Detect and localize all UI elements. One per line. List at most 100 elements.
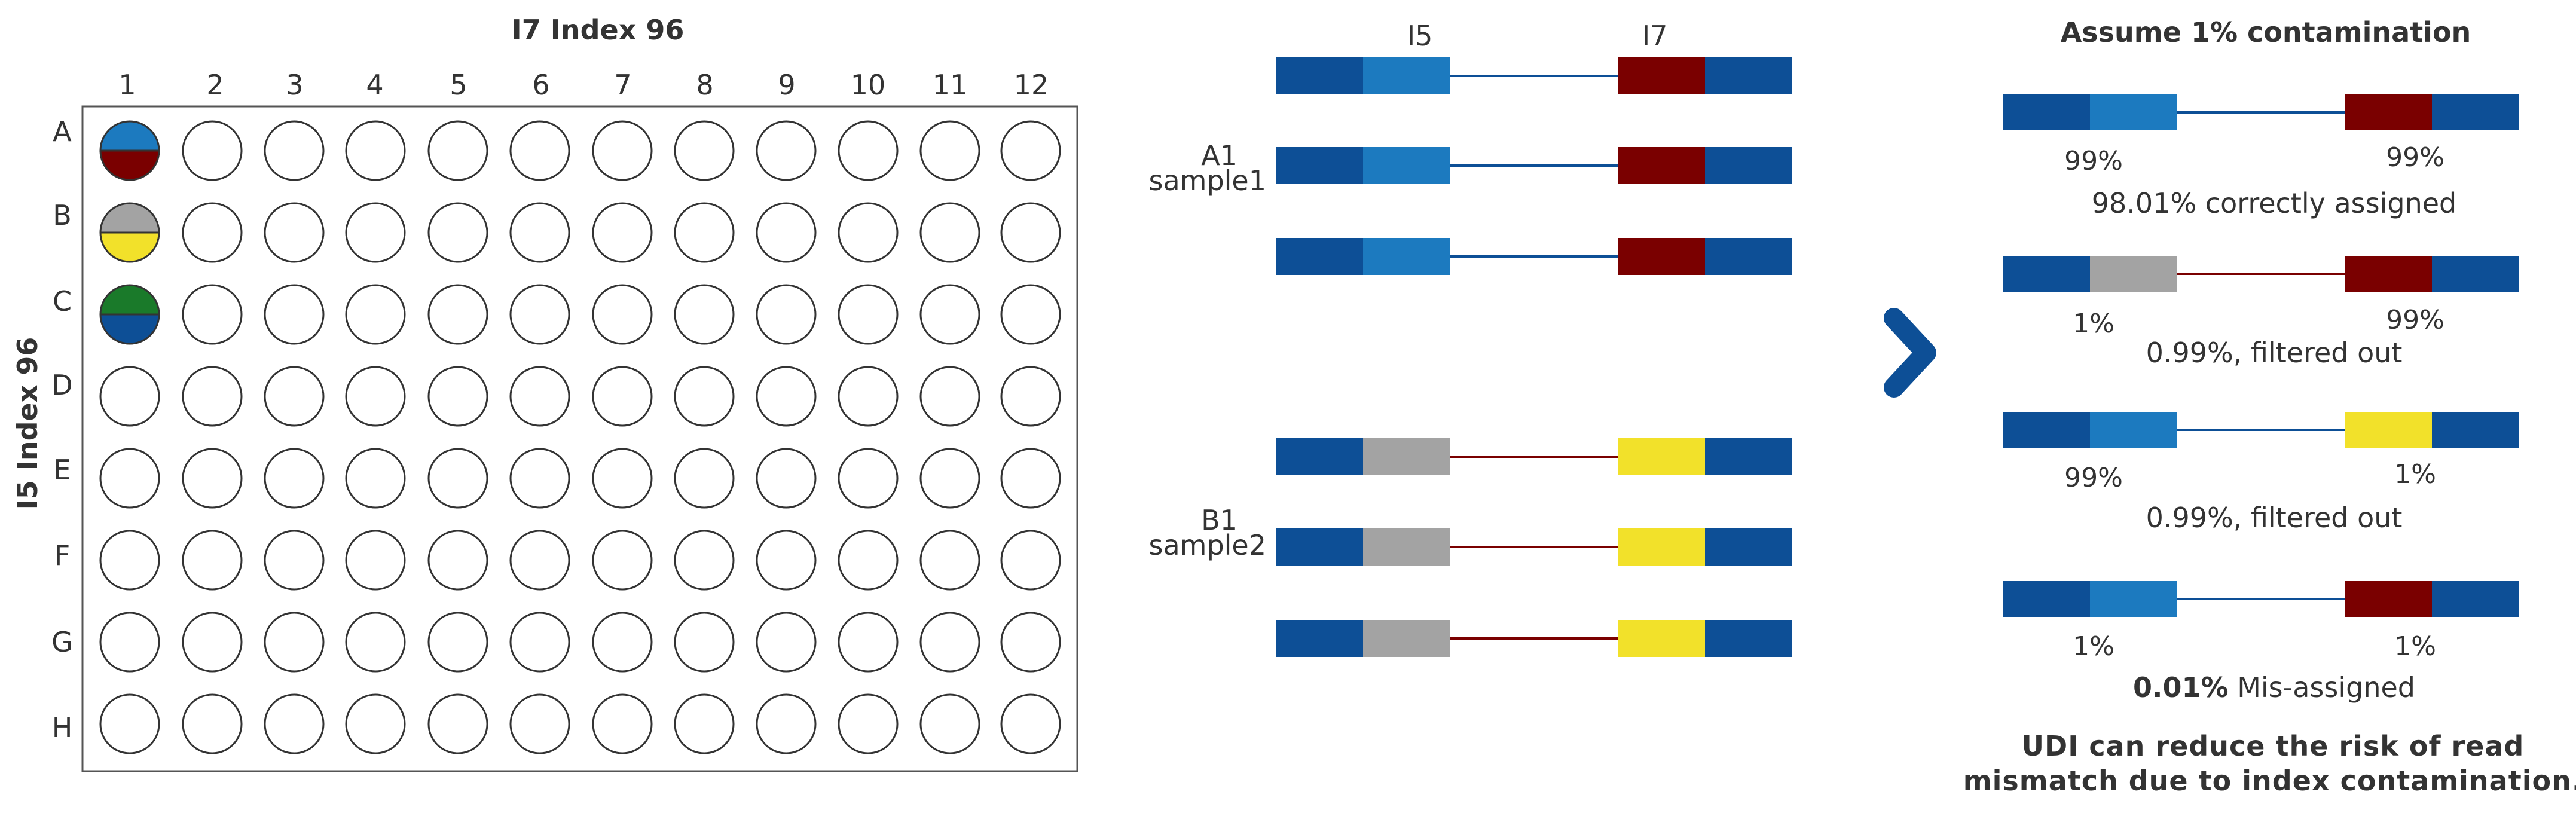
well-outline [592,448,653,509]
plate-well [99,202,160,263]
well-outline [674,284,735,345]
case-strand [2003,256,2519,292]
well-outline [756,448,817,509]
well-outline [838,202,899,263]
well-outline [674,120,735,181]
right-adapter-segment [1705,528,1792,566]
i5-header: I5 [1407,20,1433,52]
well-outline [509,120,570,181]
plate-well [756,448,817,509]
plate-column-label: 3 [286,69,303,101]
well-outline [674,366,735,427]
plate-well [919,612,980,673]
well-outline [756,120,817,181]
contamination-cases [2003,94,2519,617]
plate-well [427,284,488,345]
well-bottom-half [100,151,159,180]
plate-well [182,120,243,181]
case-strand [2003,94,2519,130]
case-1-left-pct: 99% [2064,146,2123,176]
well-outline [427,202,488,263]
group-a1-well: A1 [1201,139,1237,172]
well-outline [182,366,243,427]
i7-index-segment [2345,256,2432,292]
plate-row-label: D [51,369,72,401]
plate-well [345,693,406,754]
plate-well [182,366,243,427]
plate-well [756,612,817,673]
plate-well [756,693,817,754]
well-outline [838,530,899,591]
well-outline [756,366,817,427]
right-adapter-segment [1705,620,1792,657]
plate-well [427,120,488,181]
well-outline [919,284,980,345]
well-outline [99,448,160,509]
plate-well [509,612,570,673]
plate-well [264,120,325,181]
well-outline [919,120,980,181]
group-a1-label: A1 sample1 [1148,139,1266,197]
plate-well [182,202,243,263]
well-top-half [100,203,159,233]
well-outline [919,202,980,263]
plate-row-label: A [53,115,72,148]
plate-well [838,530,899,591]
plate-well [99,530,160,591]
well-outline [756,693,817,754]
right-adapter-segment [2432,94,2519,130]
well-outline [345,693,406,754]
well-outline [264,448,325,509]
index-strand [1276,57,1792,94]
well-top-half [100,285,159,314]
well-outline [592,284,653,345]
plate-well [427,366,488,427]
plate-well [674,120,735,181]
well-outline [99,530,160,591]
left-adapter-segment [1276,438,1363,475]
well-outline [919,693,980,754]
well-outline [674,202,735,263]
i5-index-segment [2090,94,2177,130]
plate-well [592,693,653,754]
plate-column-label: 5 [450,69,467,101]
left-adapter-segment [1276,57,1363,94]
well-outline [182,530,243,591]
i5-index-segment [1363,620,1450,657]
case-1-labels: 99% 99% 98.01% correctly assigned [2064,142,2456,219]
group-b1-well: B1 [1201,504,1237,536]
right-adapter-segment [2432,412,2519,448]
right-adapter-segment [1705,147,1792,184]
well-outline [264,202,325,263]
plate-well [838,366,899,427]
plate-well [182,448,243,509]
well-bottom-half [100,233,159,262]
plate-well [919,202,980,263]
plate-well [264,530,325,591]
case-1-caption-text: 98.01% correctly assigned [2092,187,2456,219]
well-outline [592,612,653,673]
well-outline [674,448,735,509]
plate-column-label: 6 [532,69,549,101]
well-outline [509,693,570,754]
plate-well [264,693,325,754]
case-1-right-pct: 99% [2386,142,2444,173]
case-2-right-pct: 99% [2386,305,2444,335]
plate-well [264,284,325,345]
well-outline [919,530,980,591]
plate-well [592,366,653,427]
right-adapter-segment [1705,57,1792,94]
plate-column-label: 7 [614,69,631,101]
well-outline [264,530,325,591]
case-4-caption-text: Mis-assigned [2229,671,2415,704]
well-outline [182,284,243,345]
well-outline [838,612,899,673]
well-outline [919,366,980,427]
well-outline [1000,120,1061,181]
plate-well [345,202,406,263]
plate-row-label: B [53,199,72,231]
well-outline [756,612,817,673]
plate-well [264,612,325,673]
plate-well [99,693,160,754]
i5-index-segment [2090,581,2177,617]
